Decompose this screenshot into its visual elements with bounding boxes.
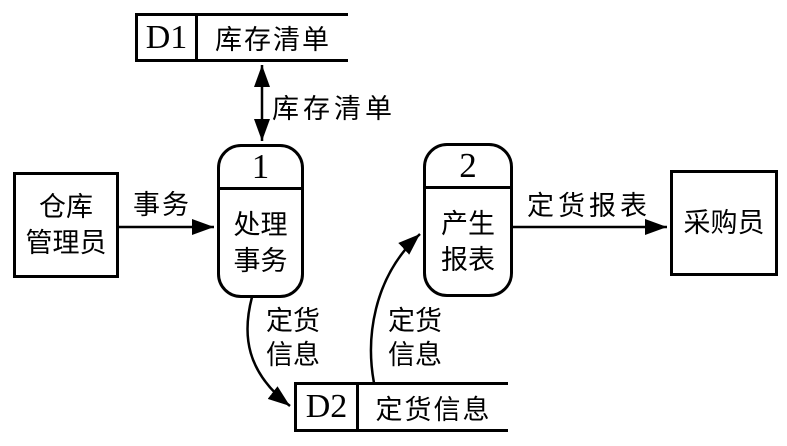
process-1: 1 处理 事务 (217, 144, 304, 298)
flow-label-order-info-right: 定货 信息 (388, 306, 442, 370)
entity-warehouse-manager: 仓库 管理员 (13, 172, 119, 278)
flow-label-order-info-left: 定货 信息 (266, 306, 320, 370)
entity-purchaser-label: 采购员 (683, 208, 765, 238)
datastore-d1-id: D1 (138, 16, 198, 59)
datastore-d2-name: 定货信息 (375, 394, 492, 425)
process-2-name-line1: 产生 (441, 208, 495, 239)
flow-label-order-report: 定货报表 (527, 191, 651, 221)
flow-label-transaction: 事务 (133, 190, 191, 220)
process-1-name-line2: 事务 (233, 245, 288, 276)
process-2: 2 产生 报表 (423, 143, 513, 297)
process-1-name-line1: 处理 (233, 209, 288, 240)
flow-label-inventory-list: 库存清单 (272, 94, 396, 124)
flow-arrow-order-info-to-process2 (369, 233, 421, 384)
process-1-number: 1 (220, 147, 301, 190)
datastore-d1-name: 库存清单 (215, 25, 331, 55)
entity-purchaser: 采购员 (670, 170, 778, 276)
process-2-name-line2: 报表 (441, 244, 495, 275)
datastore-d2: D2 定货信息 (294, 382, 508, 432)
process-2-number: 2 (426, 146, 510, 189)
entity-warehouse-manager-label-line1: 仓库 (39, 192, 93, 222)
entity-warehouse-manager-label-line2: 管理员 (25, 228, 107, 258)
flow-arrow-order-info-to-d2 (246, 296, 291, 407)
datastore-d2-id: D2 (297, 385, 359, 429)
datastore-d1: D1 库存清单 (135, 13, 348, 62)
process-2-name: 产生 报表 (426, 189, 510, 294)
process-1-name: 处理 事务 (220, 190, 301, 295)
